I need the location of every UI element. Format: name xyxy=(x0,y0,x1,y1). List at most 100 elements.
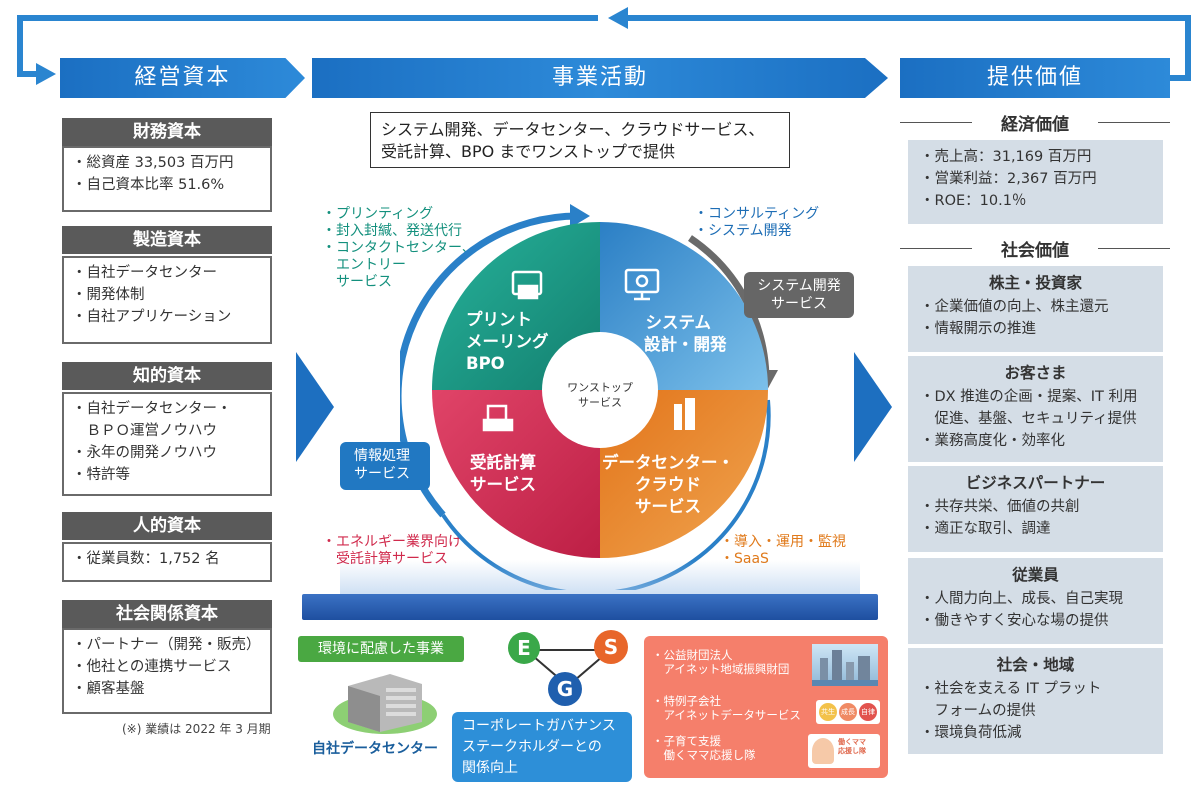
value-group-society: 社会・地域 ・社会を支える IT プラット フォームの提供 ・環境負荷低減 xyxy=(908,648,1163,754)
badge-info-processing-service: 情報処理 サービス xyxy=(340,442,430,490)
logo-text: 応援し隊 xyxy=(838,747,866,755)
badge-line: サービス xyxy=(354,466,410,482)
badge-line: サービス xyxy=(771,296,827,312)
segment-label-line: メーリング xyxy=(466,332,549,351)
tag-seicho: 成長 xyxy=(839,703,857,721)
header-provided-value: 提供価値 xyxy=(900,58,1170,98)
esg-triangle xyxy=(523,649,613,688)
economic-item: ・売上高：31,169 百万円 xyxy=(920,149,1092,165)
note-line: ・コンタクトセンター、 xyxy=(322,240,476,256)
segment-label-line: 受託計算 xyxy=(470,453,536,472)
segment-label-print: プリント メーリング BPO xyxy=(466,309,549,375)
segment-label-datacenter: データセンター・ クラウド サービス xyxy=(602,452,734,518)
capital-item: ＢＰＯ運営ノウハウ xyxy=(72,423,217,439)
cycle-arrowhead-top xyxy=(570,204,590,228)
note-line: ・プリンティング xyxy=(322,206,434,222)
capital-box-financial: ・総資産 33,503 百万円 ・自己資本比率 51.6% xyxy=(62,146,272,212)
segment-label-contract: 受託計算 サービス xyxy=(470,452,536,496)
governance-line: 関係向上 xyxy=(462,760,518,776)
badge-system-dev-service: システム開発 サービス xyxy=(744,272,854,318)
economic-value-title: 経済価値 xyxy=(1001,115,1069,135)
header-management-capital: 経営資本 xyxy=(60,58,305,98)
economic-value-box: ・売上高：31,169 百万円 ・営業利益：2,367 百万円 ・ROE：10.… xyxy=(908,140,1163,224)
value-item: ・DX 推進の企画・提案、IT 利用 xyxy=(920,389,1138,405)
value-group-title: 株主・投資家 xyxy=(988,274,1082,292)
working-mom-logo: 働くママ 応援し隊 xyxy=(808,734,880,768)
governance-box: コーポレートガバナンス ステークホルダーとの 関係向上 xyxy=(452,712,632,782)
segment-label-line: 設計・開発 xyxy=(644,335,727,354)
segment-label-line: データセンター・ xyxy=(602,453,734,472)
esg-g-badge: G xyxy=(548,672,582,706)
social-line: アイネット地域振興財団 xyxy=(652,662,790,676)
platform-base xyxy=(302,594,878,620)
capital-box-human: ・従業員数：1,752 名 xyxy=(62,542,272,582)
social-value-heading: 社会価値 xyxy=(900,236,1170,261)
note-print-services: ・プリンティング ・封入封緘、発送代行 ・コンタクトセンター、 エントリー サー… xyxy=(322,206,476,291)
segment-datacenter-cloud xyxy=(600,390,768,558)
social-line: 働くママ応援し隊 xyxy=(652,748,756,762)
capital-item: ・他社との連携サービス xyxy=(72,659,232,675)
note-line: エントリー xyxy=(322,257,406,273)
capital-title-manufacturing: 製造資本 xyxy=(62,226,272,254)
social-line: ・公益財団法人 xyxy=(652,648,733,662)
printer-icon xyxy=(511,270,543,300)
tag-jiritsu: 自律 xyxy=(859,703,877,721)
value-group-title: 従業員 xyxy=(1012,566,1059,584)
economic-item: ・ROE：10.1％ xyxy=(920,193,1027,209)
esg-s-badge: S xyxy=(594,630,628,664)
value-item: 促進、基盤、セキュリティ提供 xyxy=(920,411,1137,427)
capital-item: ・開発体制 xyxy=(72,287,145,303)
value-item: フォームの提供 xyxy=(920,703,1036,719)
social-contribution-box: ・公益財団法人 アイネット地域振興財団 ・特例子会社 アイネットデータサービス … xyxy=(644,636,888,778)
segment-print-bpo xyxy=(432,222,600,390)
capital-item: ・従業員数：1,752 名 xyxy=(72,551,220,567)
value-item: ・働きやすく安心な場の提供 xyxy=(920,613,1109,629)
value-group-shareholders: 株主・投資家 ・企業価値の向上、株主還元 ・情報開示の推進 xyxy=(908,266,1163,352)
capital-item: ・総資産 33,503 百万円 xyxy=(72,155,234,171)
building-icon xyxy=(674,398,695,430)
business-summary-box: システム開発、データセンター、クラウドサービス、 受託計算、BPO までワンスト… xyxy=(370,112,790,168)
center-label-line: ワンストップ xyxy=(567,381,633,394)
center-label-line: サービス xyxy=(578,396,622,409)
segment-contract-computing xyxy=(432,390,600,558)
city-skyline-image xyxy=(812,644,878,686)
value-group-customers: お客さま ・DX 推進の企画・提案、IT 利用 促進、基盤、セキュリティ提供 ・… xyxy=(908,356,1163,462)
governance-line: コーポレートガバナンス xyxy=(462,718,616,734)
note-line: サービス xyxy=(322,274,392,290)
segment-label-line: BPO xyxy=(466,354,505,373)
monitor-gear-icon xyxy=(624,268,660,301)
segment-label-line: サービス xyxy=(635,497,701,516)
flow-arrow-left xyxy=(296,352,334,462)
economic-item: ・営業利益：2,367 百万円 xyxy=(920,171,1097,187)
value-item: ・社会を支える IT プラット xyxy=(920,681,1102,697)
business-summary-line: 受託計算、BPO までワンストップで提供 xyxy=(381,142,675,161)
feedback-loop-arrow xyxy=(17,7,1191,85)
governance-line: ステークホルダーとの xyxy=(462,739,602,755)
header-business-activity: 事業活動 xyxy=(312,58,888,98)
segment-label-line: サービス xyxy=(470,475,536,494)
capital-item: ・自社アプリケーション xyxy=(72,309,232,325)
value-group-title: 社会・地域 xyxy=(996,656,1075,674)
value-group-title: お客さま xyxy=(1004,364,1067,382)
note-line: ・封入封緘、発送代行 xyxy=(322,223,462,239)
value-group-business-partners: ビジネスパートナー ・共存共栄、価値の共創 ・適正な取引、調達 xyxy=(908,466,1163,552)
capital-item: ・顧客基盤 xyxy=(72,681,145,697)
economic-value-heading: 経済価値 xyxy=(900,110,1170,135)
capital-title-human: 人的資本 xyxy=(62,512,272,540)
capital-title-financial: 財務資本 xyxy=(62,118,272,146)
note-line: ・導入・運用・監視 xyxy=(720,534,846,550)
capital-box-manufacturing: ・自社データセンター ・開発体制 ・自社アプリケーション xyxy=(62,256,272,344)
footnote: (※) 業績は 2022 年 3 月期 xyxy=(122,722,271,736)
segment-system-development xyxy=(600,222,768,390)
badge-line: 情報処理 xyxy=(354,448,410,464)
own-datacenter-label: 自社データセンター xyxy=(312,741,438,757)
capital-box-social-relationship: ・パートナー（開発・販売） ・他社との連携サービス ・顧客基盤 xyxy=(62,628,272,714)
capital-item: ・自社データセンター・ xyxy=(72,401,232,417)
social-line: ・子育て支援 xyxy=(652,734,721,748)
segment-label-line: クラウド xyxy=(635,475,701,494)
value-item: ・環境負荷低減 xyxy=(920,725,1022,741)
social-line: アイネットデータサービス xyxy=(652,708,801,722)
center-label-onestop: ワンストップ サービス xyxy=(540,380,660,410)
segment-label-line: プリント xyxy=(466,310,532,329)
capital-item: ・永年の開発ノウハウ xyxy=(72,445,217,461)
